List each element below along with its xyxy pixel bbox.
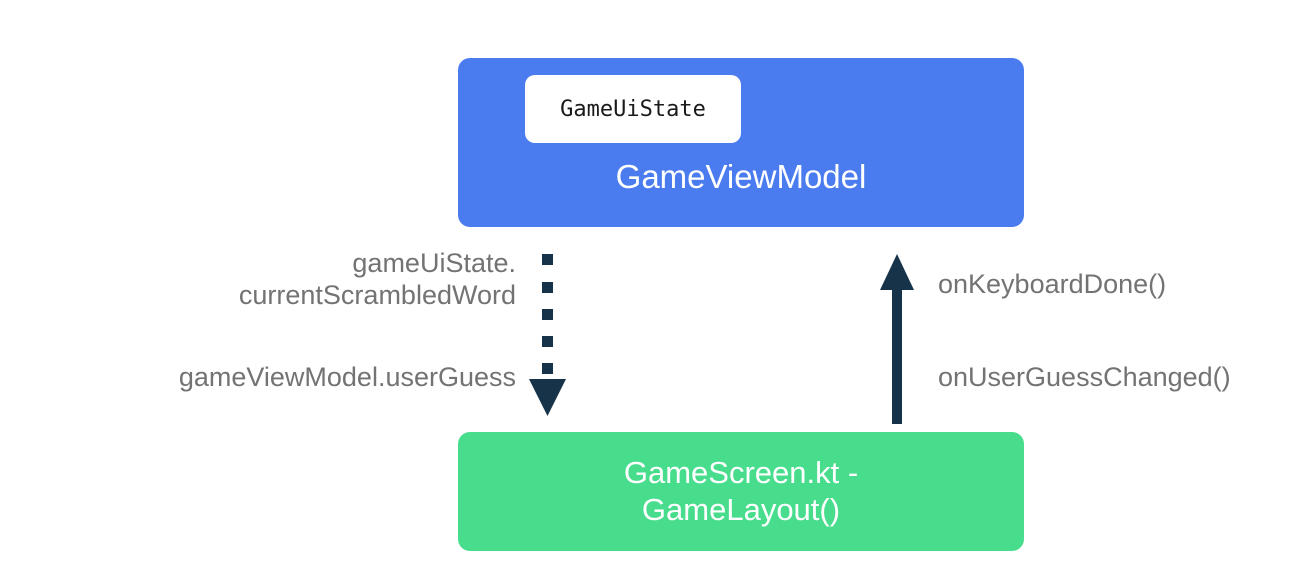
edge-label-on-keyboard-done: onKeyboardDone() — [938, 269, 1167, 299]
chip-game-ui-state-label: GameUiState — [560, 96, 706, 122]
node-game-view-model-title: GameViewModel — [615, 158, 867, 195]
edge-label-on-user-guess-changed: onUserGuessChanged() — [938, 362, 1231, 392]
edge-label-game-ui-state-current-scrambled-word: gameUiState. currentScrambledWord — [238, 248, 516, 310]
node-game-screen-title: GameScreen.kt - GameLayout() — [623, 454, 859, 527]
node-game-view-model[interactable]: GameUiState GameViewModel — [458, 58, 1024, 227]
chip-game-ui-state[interactable]: GameUiState — [525, 75, 741, 143]
arrow-up-solid-icon — [880, 254, 914, 424]
arrow-down-dotted-icon — [529, 254, 566, 416]
edge-label-game-view-model-user-guess: gameViewModel.userGuess — [178, 362, 516, 392]
node-game-screen[interactable]: GameScreen.kt - GameLayout() — [458, 432, 1024, 551]
